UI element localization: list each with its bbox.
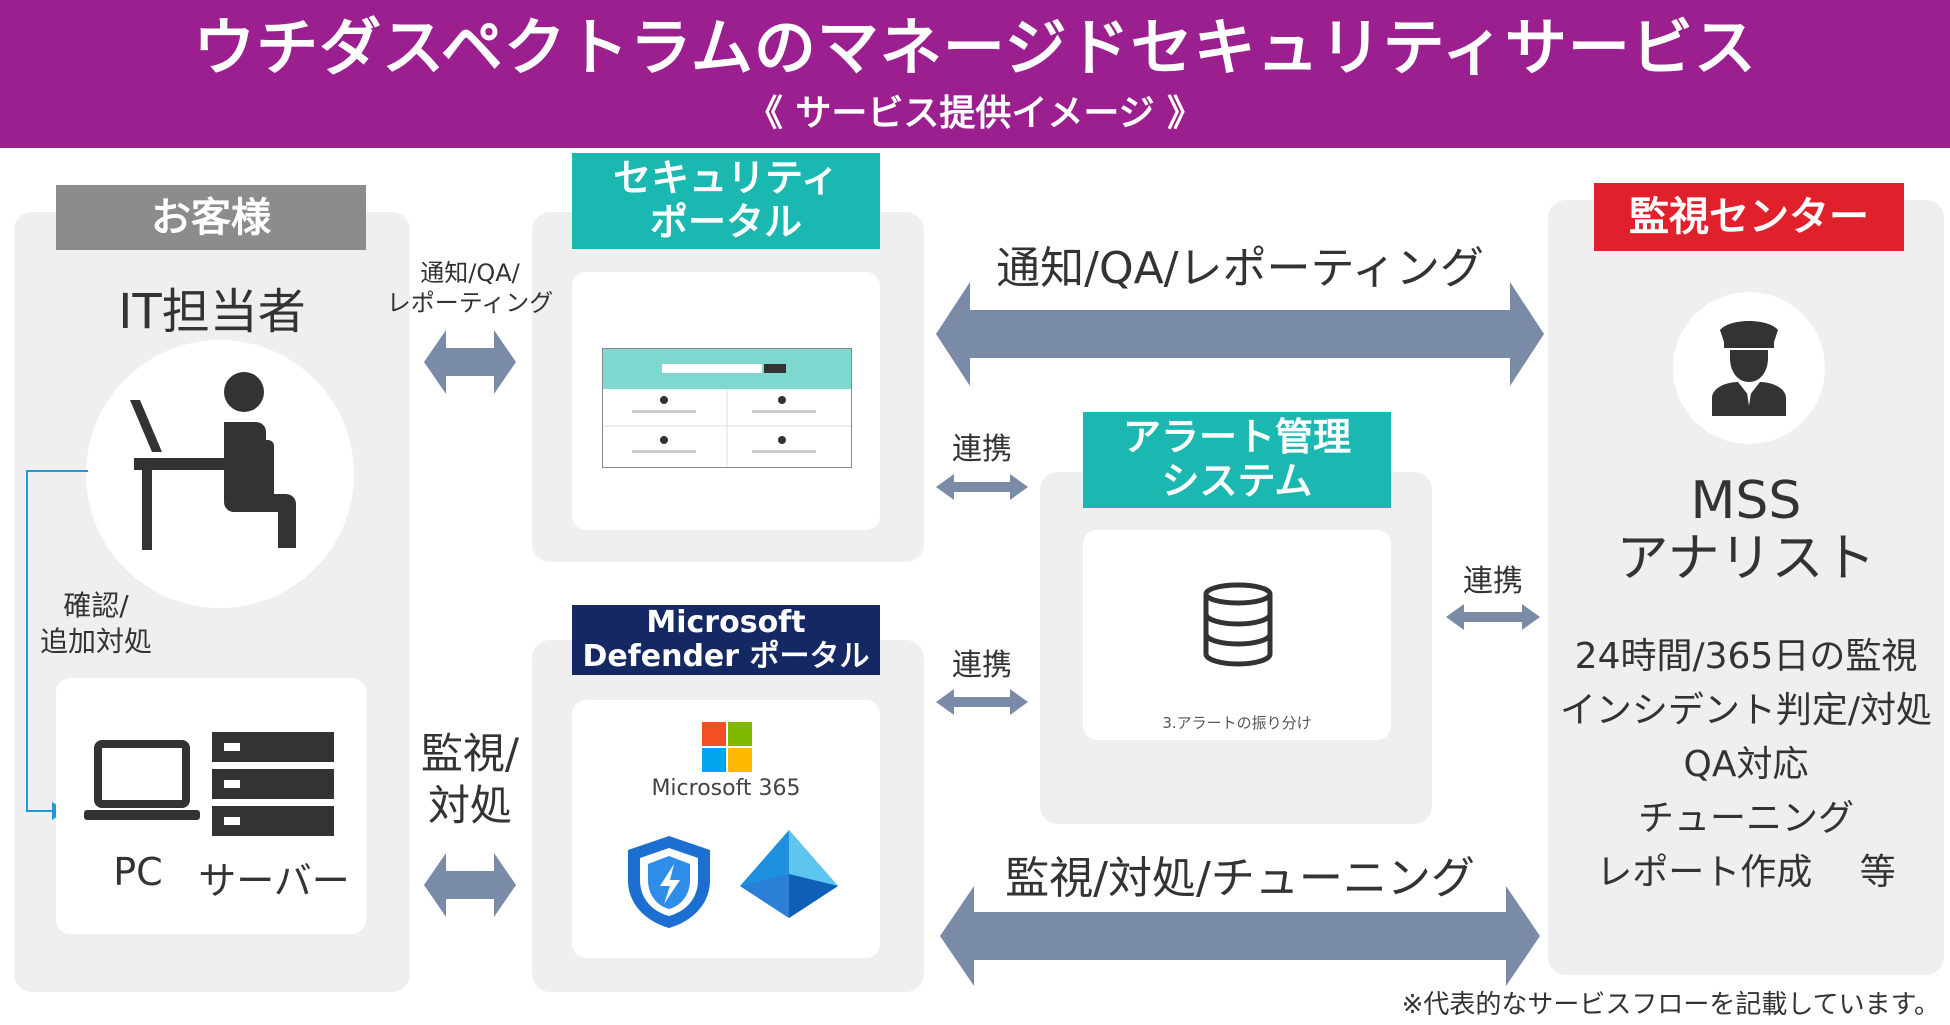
label-portal-customer: 通知/QA/ レポーティング (386, 259, 554, 317)
duty-item: 24時間/365日の監視 (1574, 636, 1918, 677)
defender-shield-icon (628, 836, 710, 928)
server-label: サーバー (198, 859, 350, 903)
customer-tag: お客様 (56, 185, 366, 250)
arrow-portal-alert (936, 474, 1028, 500)
m365-label: Microsoft 365 (651, 776, 801, 801)
monitoring-center-tag: 監視センター (1594, 183, 1904, 251)
label-alert-center: 連携 (1463, 564, 1523, 599)
confirm-line-bottom (26, 810, 56, 812)
alert-card (1083, 530, 1391, 740)
laptop-icon (84, 740, 200, 820)
arrow-portal-customer (424, 330, 516, 394)
security-portal-tag: セキュリティ ポータル (572, 153, 880, 249)
duty-item: QA対応 (1683, 744, 1809, 785)
label-defender-customer: 監視/ 対処 (420, 729, 520, 830)
header-banner (0, 0, 1950, 148)
duty-item: インシデント判定/対処 (1559, 690, 1933, 731)
desk-worker-icon (130, 372, 296, 550)
guard-analyst-icon (1712, 321, 1786, 416)
entra-id-icon (740, 830, 838, 918)
arrow-alert-center (1446, 604, 1540, 630)
confirm-label: 確認/ 追加対処 (39, 589, 152, 658)
defender-portal-tag: Microsoft Defender ポータル (572, 605, 880, 675)
microsoft-logo-icon (702, 722, 752, 772)
label-top-long: 通知/QA/レポーティング (996, 243, 1484, 294)
label-portal-alert: 連携 (952, 432, 1012, 467)
page-title: ウチダスペクトラムのマネージドセキュリティサービス (193, 11, 1757, 84)
footnote: ※代表的なサービスフローを記載しています。 (1401, 990, 1940, 1020)
label-defender-alert: 連携 (952, 648, 1012, 683)
server-icon (212, 732, 334, 836)
arrow-defender-customer (424, 853, 516, 917)
it-staff-label: IT担当者 (118, 284, 306, 340)
alert-system-tag: アラート管理 システム (1083, 412, 1391, 508)
confirm-line-top (26, 470, 88, 472)
database-icon (1203, 582, 1273, 667)
duty-item: レポート作成 等 (1596, 852, 1896, 893)
page-subtitle: 《 サービス提供イメージ 》 (746, 93, 1204, 134)
alert-caption: 3.アラートの振り分け (1162, 714, 1312, 732)
confirm-line-vertical (26, 472, 28, 812)
arrow-top-long (936, 282, 1544, 386)
pc-label: PC (113, 850, 163, 894)
person-circle (86, 340, 354, 608)
label-bottom-long: 監視/対処/チューニング (1005, 853, 1475, 904)
arrow-defender-alert (936, 689, 1028, 715)
portal-screenshot-thumbnail (602, 348, 852, 468)
duty-item: チューニング (1637, 798, 1854, 839)
analyst-label: MSS アナリスト (1616, 471, 1876, 589)
